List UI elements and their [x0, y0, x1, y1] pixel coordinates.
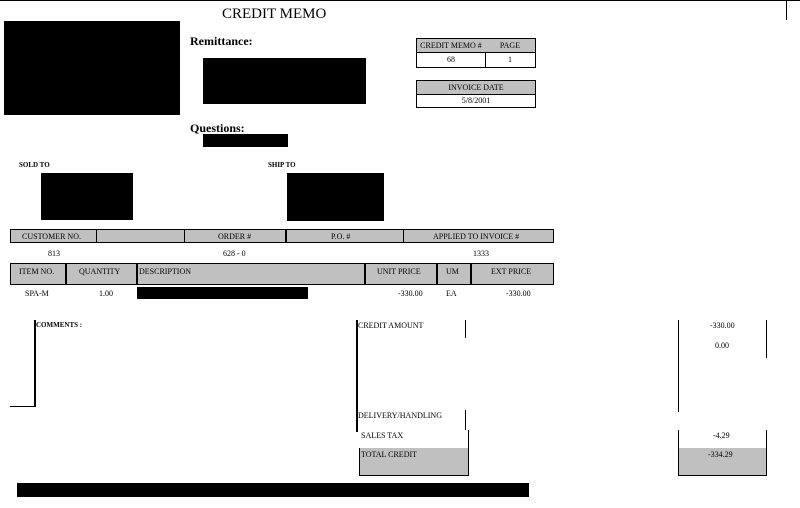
unit-price-value: -330.00	[398, 289, 423, 298]
total-credit-value: -334.29	[708, 450, 733, 459]
um-header: UM	[446, 267, 459, 276]
order-header-divider	[403, 229, 404, 243]
totals-label-right-rule	[465, 410, 466, 430]
items-header-divider	[470, 263, 472, 285]
um-value: EA	[446, 289, 457, 298]
page-title: CREDIT MEMO	[222, 6, 327, 22]
sold-to-address-redacted	[41, 173, 133, 220]
items-header-row	[10, 263, 554, 285]
customer-no-header: CUSTOMER NO.	[22, 232, 81, 241]
right-rule	[786, 0, 787, 20]
credit-memo-number-header: CREDIT MEMO #	[416, 38, 486, 53]
customer-no-value: 813	[48, 249, 60, 258]
sold-to-label: SOLD TO	[19, 161, 50, 169]
ext-price-header: EXT PRICE	[491, 267, 532, 276]
total-credit-label: TOTAL CREDIT	[361, 450, 418, 459]
invoice-date-value: 5/8/2001	[416, 94, 536, 108]
quantity-header: QUANTITY	[79, 267, 121, 276]
comments-left-rule	[34, 320, 36, 407]
totals-value-left-rule	[678, 430, 679, 448]
item-no-header: ITEM NO.	[19, 267, 55, 276]
sales-tax-label: SALES TAX	[361, 431, 404, 440]
totals-value-left-rule	[678, 320, 679, 412]
order-no-value: 628 - 0	[223, 249, 246, 258]
subtotal-value: 0.00	[715, 341, 729, 350]
applied-to-invoice-header: APPLIED TO INVOICE #	[433, 232, 520, 241]
remittance-address-redacted	[203, 58, 366, 104]
invoice-date-header: INVOICE DATE	[416, 80, 536, 95]
ext-price-value: -330.00	[506, 289, 531, 298]
totals-value-right-rule	[766, 320, 767, 358]
credit-amount-value: -330.00	[710, 321, 735, 330]
page-value: 1	[485, 52, 536, 68]
description-redacted	[137, 287, 308, 299]
order-header-divider	[184, 229, 185, 243]
order-header-divider	[285, 229, 287, 243]
questions-contact-redacted	[203, 134, 288, 147]
applied-to-invoice-value: 1333	[473, 249, 489, 258]
sales-tax-value: -4.29	[713, 431, 730, 440]
total-credit-value-box	[678, 448, 767, 476]
totals-value-right-rule	[766, 430, 767, 448]
item-no-value: SPA-M	[25, 289, 49, 298]
ship-to-address-redacted	[287, 173, 384, 221]
total-credit-label-box	[359, 448, 469, 476]
ship-to-label: SHIP TO	[268, 161, 296, 169]
credit-memo-number-value: 68	[416, 52, 486, 68]
page-header: PAGE	[485, 38, 536, 53]
remittance-label: Remittance:	[190, 34, 253, 48]
po-no-header: P.O. #	[331, 232, 351, 241]
quantity-value: 1.00	[99, 289, 113, 298]
totals-label-left-rule	[356, 320, 358, 432]
footer-redacted	[17, 483, 529, 497]
company-logo-redacted	[4, 21, 180, 115]
totals-label-right-rule	[468, 430, 469, 448]
items-header-divider	[436, 263, 438, 285]
unit-price-header: UNIT PRICE	[377, 267, 421, 276]
credit-amount-label: CREDIT AMOUNT	[358, 321, 424, 330]
delivery-handling-label: DELIVERY/HANDLING	[358, 411, 442, 420]
top-rule	[0, 0, 800, 1]
order-header-divider	[96, 229, 97, 243]
questions-label: Questions:	[190, 121, 245, 135]
items-header-divider	[364, 263, 366, 285]
description-header: DESCRIPTION	[139, 267, 192, 276]
order-no-header: ORDER #	[218, 232, 252, 241]
comments-label: COMMENTS :	[36, 321, 83, 329]
items-header-divider	[65, 263, 67, 285]
comments-bottom-rule	[10, 406, 35, 407]
order-header-row	[10, 229, 554, 243]
totals-label-right-rule	[465, 320, 466, 338]
items-header-divider	[136, 263, 138, 285]
